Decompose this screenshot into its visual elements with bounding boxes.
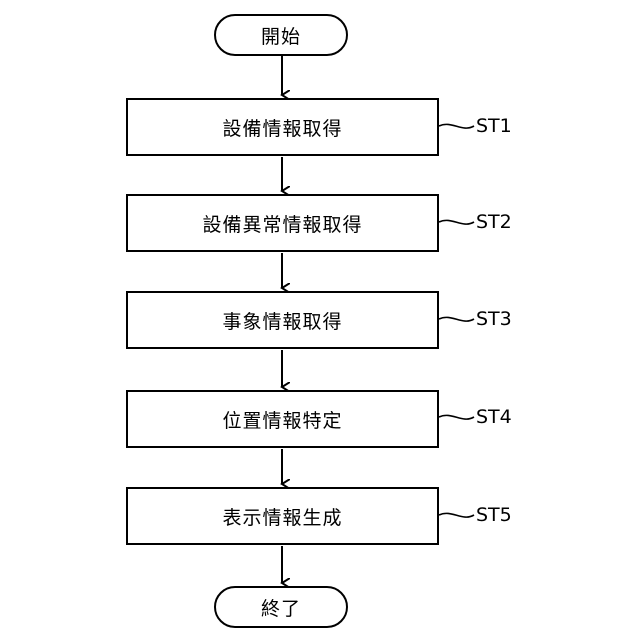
end-terminal-label: 終了: [261, 594, 301, 621]
leader-st4: [439, 415, 474, 419]
start-terminal-label: 開始: [261, 22, 301, 49]
start-terminal: 開始: [214, 14, 348, 56]
step-st5-box: 表示情報生成: [126, 487, 439, 545]
step-st3-box: 事象情報取得: [126, 291, 439, 349]
step-st2-label: ST2: [476, 212, 512, 232]
step-st1-label: ST1: [476, 116, 512, 136]
leader-st1: [439, 124, 474, 128]
step-st4-label: ST4: [476, 407, 512, 427]
step-st3-text: 事象情報取得: [222, 307, 342, 334]
step-st4-text: 位置情報特定: [222, 406, 342, 433]
step-st1-box: 設備情報取得: [126, 98, 439, 156]
step-st5-label: ST5: [476, 505, 512, 525]
leader-st3: [439, 317, 474, 321]
step-st4-box: 位置情報特定: [126, 390, 439, 448]
step-st5-text: 表示情報生成: [222, 503, 342, 530]
step-st1-text: 設備情報取得: [222, 114, 342, 141]
leader-st2: [439, 220, 474, 224]
step-st2-text: 設備異常情報取得: [202, 210, 362, 237]
end-terminal: 終了: [214, 586, 348, 628]
step-st3-label: ST3: [476, 309, 512, 329]
step-st2-box: 設備異常情報取得: [126, 194, 439, 252]
leader-st5: [439, 513, 474, 517]
